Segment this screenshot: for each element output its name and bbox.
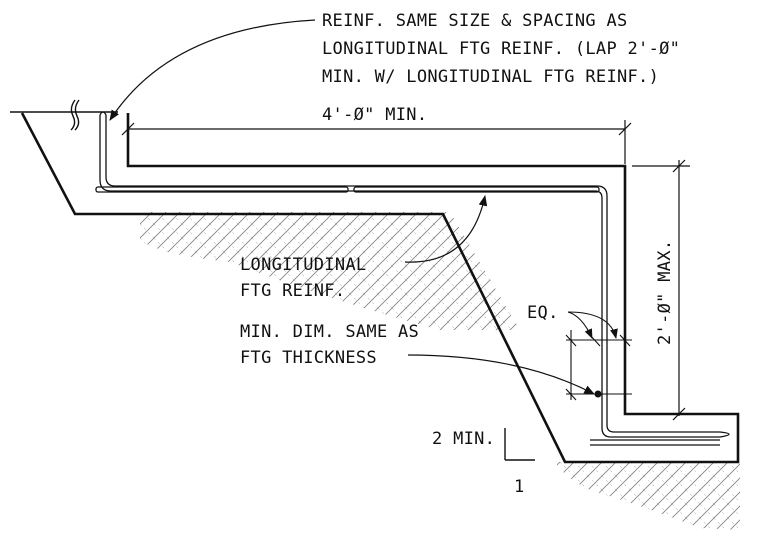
vertical-dimension-label: 2'-Ø" MAX. [655,240,675,345]
horizontal-dimension-label: 4'-Ø" MIN. [322,105,427,125]
min-dim-note-line-1: MIN. DIM. SAME AS [240,322,419,342]
top-note-line-1: REINF. SAME SIZE & SPACING AS [322,11,628,31]
vertical-dimension [632,159,690,421]
slope-indicator [504,428,535,461]
min-dim-note: MIN. DIM. SAME AS FTG THICKNESS [240,322,419,368]
top-note-line-2: LONGITUDINAL FTG REINF. (LAP 2'-Ø" [322,39,680,59]
horizontal-dimension [121,120,632,164]
longitudinal-note: LONGITUDINAL FTG REINF. [240,255,366,301]
slope-rise-label: 2 MIN. [432,429,495,449]
leaders [109,19,595,395]
slope-run-label: 1 [514,477,525,497]
footing-outline [20,112,740,464]
ground-line [10,99,118,131]
min-dim-note-line-2: FTG THICKNESS [240,348,377,368]
longitudinal-note-line-2: FTG REINF. [240,281,345,301]
eq-label: EQ. [527,303,559,323]
earth-hatch [140,212,740,530]
longitudinal-bars [95,186,600,193]
longitudinal-note-line-1: LONGITUDINAL [240,255,366,275]
top-note: REINF. SAME SIZE & SPACING AS LONGITUDIN… [322,11,680,87]
top-note-line-3: MIN. W/ LONGITUDINAL FTG REINF.) [322,67,659,87]
reinforcing-bars [99,111,730,446]
eq-dimension [565,311,632,401]
bar-dot [594,390,602,398]
